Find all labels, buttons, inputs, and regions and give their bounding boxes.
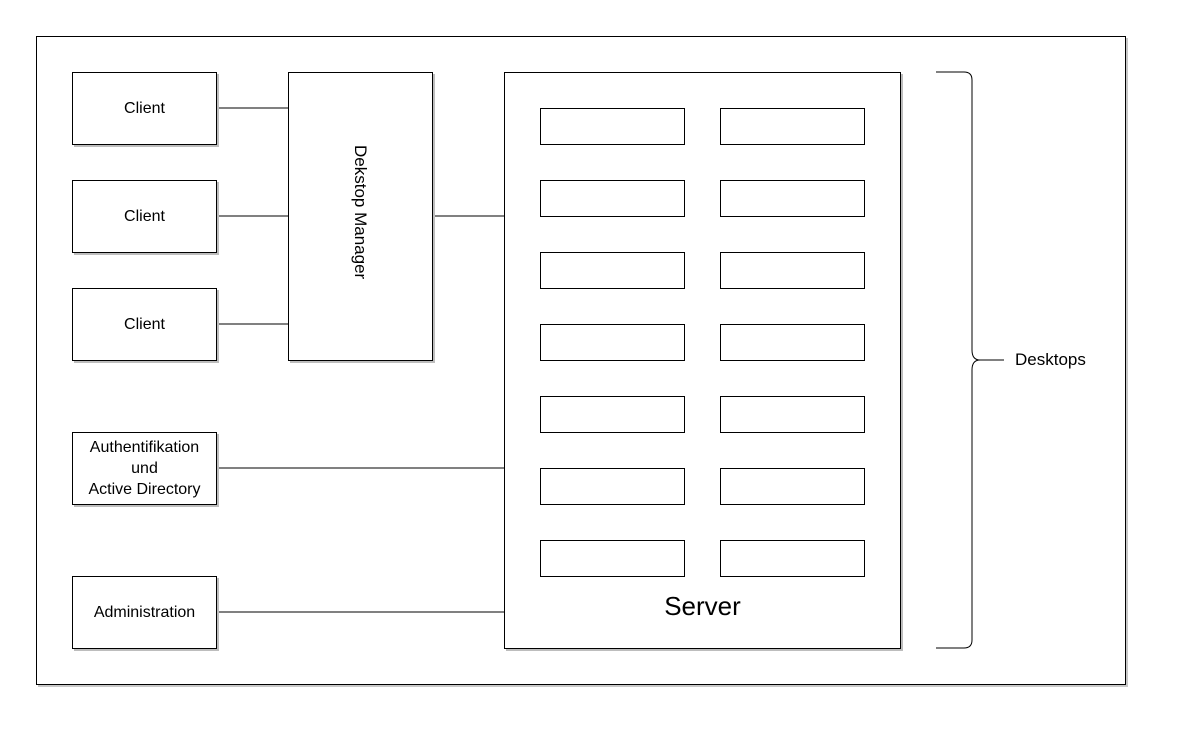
desktop-slot [720,108,865,145]
server-box: Server [504,72,901,649]
client-box-2: Client [72,180,217,253]
desktop-slot [540,540,685,577]
administration-label: Administration [93,604,196,621]
auth-line-1: Authentifikation [89,439,200,456]
client-box-3: Client [72,288,217,361]
desktop-slot [540,468,685,505]
desktop-slot [720,540,865,577]
desktop-slot [540,108,685,145]
desktop-manager-label: Dekstop Manager [351,145,370,280]
desktop-slot [720,324,865,361]
desktop-slot [720,468,865,505]
administration-box: Administration [72,576,217,649]
auth-box: Authentifikation und Active Directory [72,432,217,505]
desktop-slot [720,180,865,217]
desktops-label: Desktops [1015,350,1086,369]
server-label: Server [664,591,741,621]
desktop-slot [540,396,685,433]
desktop-slot [720,396,865,433]
client-label: Client [124,100,165,117]
desktop-slot [720,252,865,289]
desktops-brace [936,71,981,649]
desktop-manager-box: Dekstop Manager [288,72,433,361]
desktop-slot [540,180,685,217]
auth-line-3: Active Directory [88,481,201,498]
client-label: Client [124,316,165,333]
auth-line-2: und [131,460,158,477]
client-label: Client [124,208,165,225]
desktop-slot [540,252,685,289]
desktop-slot [540,324,685,361]
client-box-1: Client [72,72,217,145]
